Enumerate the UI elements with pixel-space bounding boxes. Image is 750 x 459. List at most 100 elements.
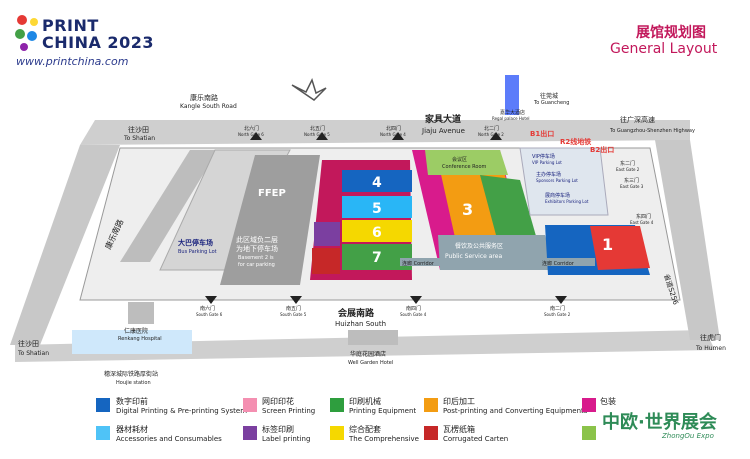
- sponsor-parking-en: Sponsors Parking Lot: [536, 178, 578, 183]
- hall-5[interactable]: [342, 196, 412, 218]
- east-gate-4-cn: 东四门: [636, 213, 651, 220]
- regal-hotel-cn: 嘉华大酒店: [500, 109, 525, 116]
- south-gate-5-cn: 南五门: [286, 305, 301, 312]
- public-service-cn: 餐饮及公共服务区: [455, 242, 503, 250]
- kangle-road-cn: 康乐南路: [190, 93, 218, 102]
- east-gate-3-cn: 东三门: [624, 177, 639, 184]
- south-gate-4-cn: 南四门: [406, 305, 421, 312]
- exit-b2: B2出口: [590, 145, 614, 154]
- legend-label-screen-cn: 网印印花: [262, 397, 294, 406]
- corridor-west: [400, 258, 445, 266]
- legend-swatch-other: [582, 426, 596, 440]
- south-gate-5-icon: [290, 296, 302, 304]
- brand-name-line2: CHINA 2023: [42, 33, 154, 52]
- north-gate-6-icon: [250, 132, 262, 140]
- south-gate-5-en: South Gate 5: [280, 312, 307, 317]
- exhibitor-parking-en: Exhibitors Parking Lot: [545, 199, 589, 204]
- metro-r2: R2线地铁: [560, 137, 591, 146]
- conference-room: [425, 150, 508, 175]
- to-shenzhen-cn: 往广深高速: [620, 115, 655, 124]
- east-road: [655, 140, 720, 340]
- south-gate-6-cn: 南六门: [200, 305, 215, 312]
- bus-parking-en: Bus Parking Lot: [178, 249, 217, 255]
- hall-1[interactable]: [590, 226, 650, 270]
- north-gate-2-icon: [490, 132, 502, 140]
- north-gate-2-cn: 北二门: [484, 125, 499, 132]
- basement-en-1: Basement 2 is: [238, 255, 274, 261]
- hall-7-label: 7: [372, 250, 382, 266]
- page-title-cn: 展馆规划图: [636, 25, 706, 41]
- sponsor-parking-cn: 主办停车场: [536, 171, 561, 178]
- hall-4-label: 4: [372, 175, 382, 191]
- to-shenzhen-en: To Guangzhou-Shenzhen Highway: [609, 128, 695, 134]
- legend-label-accessories-en: Accessories and Consumables: [116, 435, 222, 443]
- hall-4[interactable]: [342, 170, 412, 192]
- well-garden-hotel: [348, 330, 398, 345]
- legend-label-postprinting-cn: 印后加工: [443, 397, 475, 406]
- north-gate-4-en: North Gate 4: [380, 132, 406, 137]
- corridor-west-label: 连廊 Corridor: [402, 260, 435, 267]
- to-shatian-south-cn: 往沙田: [18, 339, 39, 348]
- jiaju-avenue-cn: 家具大道: [425, 113, 461, 125]
- corridor-east-label: 连廊 Corridor: [542, 260, 575, 267]
- south-gate-4-en: South Gate 4: [400, 312, 427, 317]
- ffep-label: FFEP: [258, 188, 286, 199]
- brand-name-line1: PRINT: [42, 16, 99, 35]
- vip-parking-cn: VIP停车场: [532, 153, 555, 160]
- legend-label-screen-en: Screen Printing: [262, 407, 316, 415]
- basement-cn-1: 此区域负二层: [236, 235, 278, 244]
- hotel-cn: 华庭花园酒店: [350, 350, 386, 358]
- south-gate-2-cn: 南二门: [550, 305, 565, 312]
- regal-palace-hotel: [505, 75, 519, 115]
- hall-1-label: 1: [602, 235, 613, 254]
- to-shatian-south-en: To Shatian: [17, 350, 49, 357]
- legend-label-comprehensive-en: The Comprehensive: [349, 435, 419, 443]
- north-gate-2-en: North Gate 2: [478, 132, 504, 137]
- legend-swatch-digital: [96, 398, 110, 412]
- east-gate-2-cn: 东二门: [620, 160, 635, 167]
- legend-swatch-label: [243, 426, 257, 440]
- public-service-en: Public Service area: [445, 253, 502, 260]
- conference-cn: 会议区: [452, 156, 467, 163]
- bird-icon: [291, 77, 327, 101]
- hall-3-green: [480, 175, 540, 250]
- to-shatian-north-en: To Shatian: [123, 135, 155, 142]
- east-gate-2-en: East Gate 2: [616, 167, 640, 172]
- regal-hotel-en: Regal palace Hotel: [492, 116, 530, 121]
- station-en: Houjie station: [116, 380, 151, 386]
- north-road: [80, 120, 690, 145]
- east-gate-4-en: East Gate 4: [630, 220, 654, 225]
- north-gate-4-cn: 北四门: [386, 125, 401, 132]
- north-gate-6-cn: 北六门: [244, 125, 259, 132]
- page-title-en: General Layout: [610, 41, 718, 57]
- brand-url[interactable]: www.printchina.com: [16, 55, 129, 68]
- huizhan-road-cn: 会展南路: [338, 307, 375, 319]
- hall-7-corrugated-zone: [312, 248, 340, 274]
- west-road: [10, 145, 120, 345]
- legend-label-corrugated-en: Corrugated Carten: [443, 435, 509, 443]
- south-gate-6-icon: [205, 296, 217, 304]
- houjie-station: [72, 330, 192, 354]
- legend: 数字印前 Digital Printing & Pre-printing Sys…: [0, 390, 750, 459]
- zhongou-logo-en: ZhongOu Expo: [662, 432, 714, 440]
- to-guancheng-cn: 往莞城: [540, 92, 558, 100]
- brand-logo: [14, 12, 144, 70]
- legend-label-postprinting-en: Post-printing and Converting Equipments: [443, 407, 588, 415]
- bus-parking-cn: 大巴停车场: [178, 238, 213, 247]
- hall-6[interactable]: [342, 220, 412, 242]
- renkang-hospital: [128, 302, 154, 324]
- huizhan-road-en: Huizhan South: [335, 320, 386, 328]
- venue-map: 4 5 6 7 3 1 康乐南路 Kangle South Road 往沙田 T…: [10, 75, 726, 386]
- legend-label-digital-en: Digital Printing & Pre-printing System: [116, 407, 248, 415]
- legend-swatch-packaging: [582, 398, 596, 412]
- legend-swatch-corrugated: [424, 426, 438, 440]
- legend-label-corrugated-cn: 瓦楞纸箱: [443, 425, 475, 434]
- legend-swatch-printing: [330, 398, 344, 412]
- south-gate-4-icon: [410, 296, 422, 304]
- hall-7-label-zone: [314, 222, 340, 246]
- to-guancheng-en: To Guancheng: [533, 100, 569, 106]
- public-service-area: [438, 235, 555, 270]
- hall-6-label: 6: [372, 225, 382, 241]
- logo-dots-icon: [15, 15, 38, 51]
- legend-label-printing-cn: 印刷机械: [349, 397, 381, 406]
